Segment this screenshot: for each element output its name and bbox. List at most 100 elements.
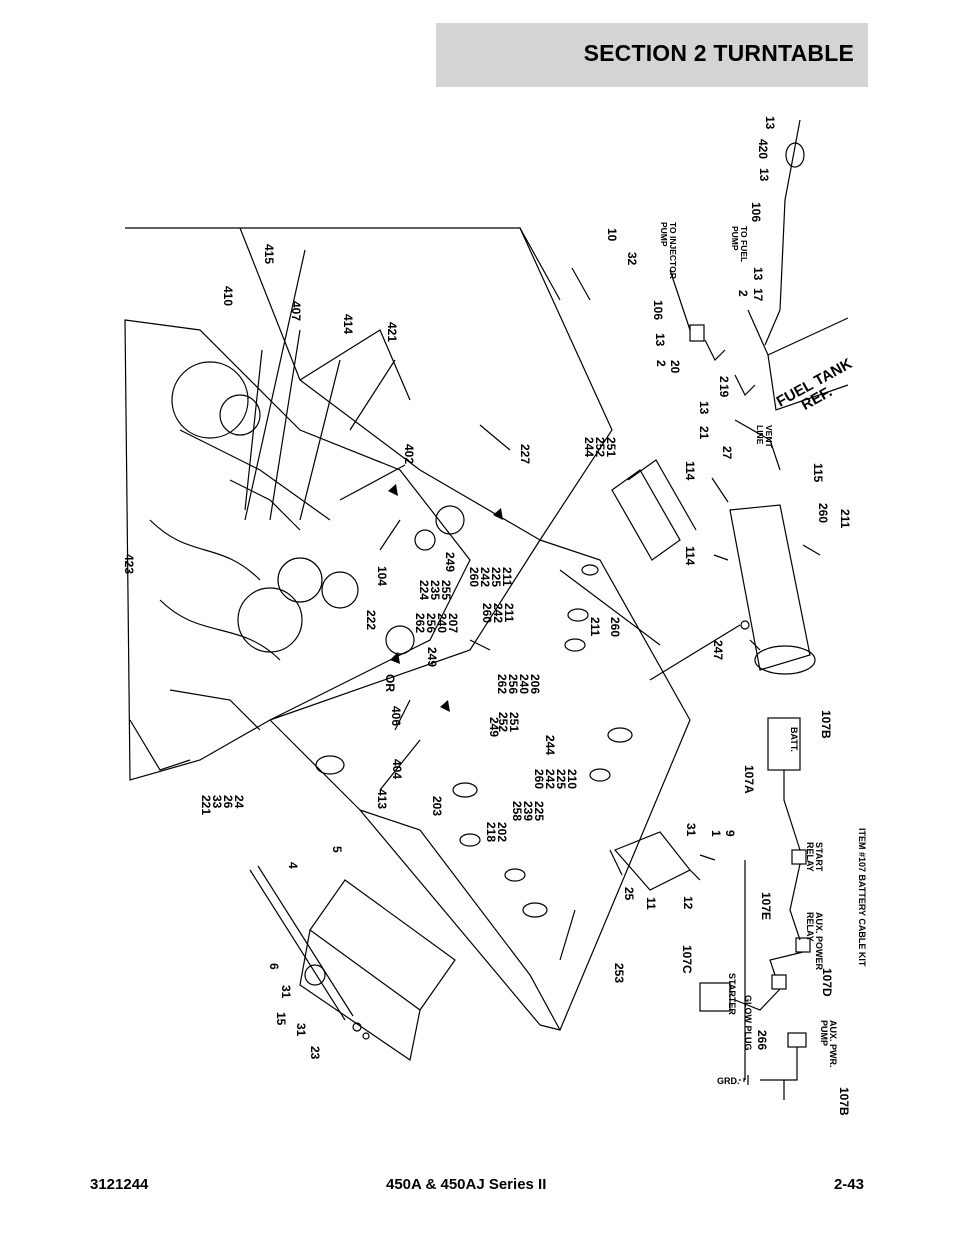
starter-label: STARTER — [727, 973, 737, 1015]
part-label: 15 — [274, 1012, 288, 1026]
part-label: 13 — [697, 401, 711, 415]
part-label: 31 — [279, 985, 293, 999]
turntable-exploded-diagram: 10 32 415 410 407 414 421 402 227 251252… — [100, 100, 870, 1150]
part-label-stack: 206240256262 — [495, 674, 542, 694]
aux-pwr-pump-label: AUX. PWR.PUMP — [819, 1020, 838, 1068]
part-label: 421 — [385, 322, 399, 342]
diagram-svg: 10 32 415 410 407 414 421 402 227 251252… — [122, 116, 867, 1116]
part-label: 203 — [430, 796, 444, 816]
part-label: 4 — [286, 862, 300, 869]
part-label-stack: 225239258 — [510, 801, 546, 821]
part-label: 414 — [341, 314, 355, 334]
part-label-stack: 211242260 — [480, 603, 516, 623]
part-label-stack: 211225242260 — [467, 567, 514, 587]
glow-plug-label: GLOW PLUG — [743, 995, 753, 1051]
part-label: 10 — [605, 228, 619, 242]
section-header: SECTION 2 TURNTABLE — [436, 23, 868, 87]
part-label: 2 — [736, 290, 750, 297]
part-label-stack: 242633221 — [199, 795, 246, 815]
part-label: 20 — [668, 360, 682, 374]
part-label-stack: 207240256262 — [413, 613, 460, 633]
cable-107e: 107E — [759, 892, 773, 920]
battery-cable-kit-title: ITEM #107 BATTERY CABLE KIT — [857, 828, 867, 967]
part-label: 407 — [289, 301, 303, 321]
to-injector-pump-label: TO INJECTORPUMP — [659, 222, 678, 279]
part-label: 423 — [122, 554, 136, 574]
part-label: 2 — [654, 360, 668, 367]
ground-label: GRD. — [717, 1076, 740, 1086]
part-label: 12 — [681, 896, 695, 910]
part-label: 13 — [653, 333, 667, 347]
part-label: 247 — [711, 640, 725, 660]
cable-107c: 107C — [680, 945, 694, 974]
part-label: 249 — [443, 552, 457, 572]
part-label: 420 — [756, 139, 770, 159]
fuel-callouts: TO INJECTORPUMP TO FUELPUMP VENTLINE — [659, 222, 774, 448]
part-label: 19 — [717, 384, 731, 398]
part-label: 6 — [267, 963, 281, 970]
part-label: 222 — [364, 610, 378, 630]
part-label: 413 — [375, 789, 389, 809]
part-label: 227 — [518, 444, 532, 464]
part-label: 106 — [651, 300, 665, 320]
aux-power-relay-label: AUX. POWERRELAY — [805, 912, 824, 971]
part-label: 114 — [683, 546, 697, 566]
part-label-stack: 251252244 — [582, 437, 618, 457]
part-label: 249 — [425, 647, 439, 667]
part-label: OR — [383, 674, 397, 692]
cable-107b-bottom: 107B — [837, 1087, 851, 1116]
part-number-labels: 10 32 415 410 407 414 421 402 227 251252… — [122, 116, 852, 1060]
part-label: 21 — [697, 426, 711, 440]
part-label: 11 — [644, 897, 658, 910]
part-label: 402 — [402, 444, 416, 464]
part-label: 104 — [375, 566, 389, 586]
part-label: 415 — [262, 244, 276, 264]
part-label: 115 — [811, 463, 825, 483]
part-label: 13 — [763, 116, 777, 130]
arrow-markers — [388, 484, 503, 712]
cable-107d: 107D — [820, 968, 834, 997]
part-label: 31 — [294, 1023, 308, 1037]
part-label-stack: 251252 — [496, 712, 521, 732]
part-label: 31 — [684, 823, 698, 837]
part-label: 211 — [838, 509, 852, 529]
part-label: 211 — [588, 617, 602, 637]
part-label: 249 — [487, 717, 501, 737]
part-label-stack: 210225242260 — [532, 769, 579, 789]
wiring-labels: ITEM #107 BATTERY CABLE KIT BATT. STARTR… — [680, 710, 867, 1116]
part-label-stack: 202218 — [484, 822, 509, 842]
part-label: 244 — [543, 735, 557, 755]
part-label: 404 — [390, 759, 404, 779]
part-label: 25 — [622, 887, 636, 901]
cable-107b-top: 107B — [819, 710, 833, 739]
part-label: 13 — [757, 168, 771, 182]
part-label: 260 — [608, 617, 622, 637]
part-label: 114 — [683, 461, 697, 481]
part-label: 32 — [625, 252, 639, 266]
part-label: 253 — [612, 963, 626, 983]
fuel-tank-ref-label: FUEL TANKREF. — [774, 355, 863, 424]
cable-107a: 107A — [742, 765, 756, 794]
part-label-stack: 255235224 — [417, 580, 453, 600]
part-label: 9 — [723, 830, 737, 837]
footer-model: 450A & 450AJ Series II — [386, 1176, 547, 1193]
start-relay-label: STARTRELAY — [805, 842, 824, 872]
cable-266: 266 — [755, 1030, 769, 1050]
batt-label: BATT. — [789, 727, 799, 752]
part-label: 106 — [749, 202, 763, 222]
part-label: 410 — [221, 286, 235, 306]
diagram-linework — [124, 119, 849, 1100]
footer-document-number: 3121244 — [90, 1176, 149, 1193]
part-label: 406 — [389, 706, 403, 726]
footer-page-number: 2-43 — [833, 1176, 864, 1193]
part-label: 1 — [709, 830, 723, 837]
part-label: 260 — [816, 503, 830, 523]
part-label: 5 — [330, 846, 344, 853]
vent-line-label: VENTLINE — [755, 425, 774, 448]
part-label: 17 — [751, 288, 765, 302]
part-label: 13 — [751, 267, 765, 281]
to-fuel-pump-label: TO FUELPUMP — [730, 226, 749, 262]
part-label: 23 — [308, 1046, 322, 1060]
part-label: 2 — [717, 376, 731, 383]
section-title: SECTION 2 TURNTABLE — [583, 40, 854, 66]
